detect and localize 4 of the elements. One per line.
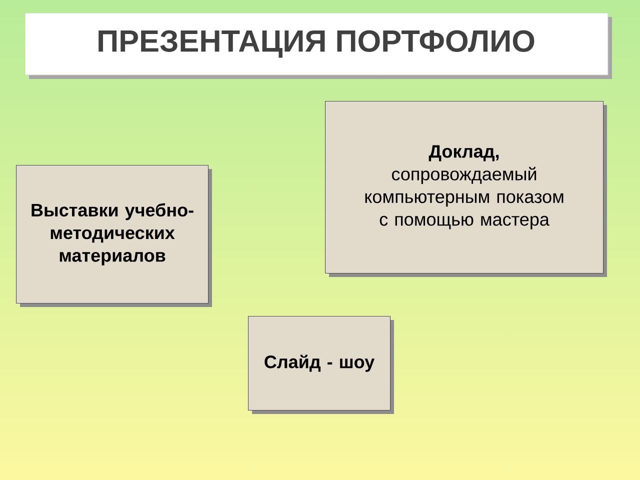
text-box: Слайд - шоу	[248, 316, 394, 414]
title-banner: ПРЕЗЕНТАЦИЯ ПОРТФОЛИО	[24, 12, 612, 79]
text-box: Выставки учебно-методических материалов	[16, 165, 212, 307]
text-box: Доклад, сопровождаемый компьютерным показом с помощью мастера	[325, 101, 607, 277]
